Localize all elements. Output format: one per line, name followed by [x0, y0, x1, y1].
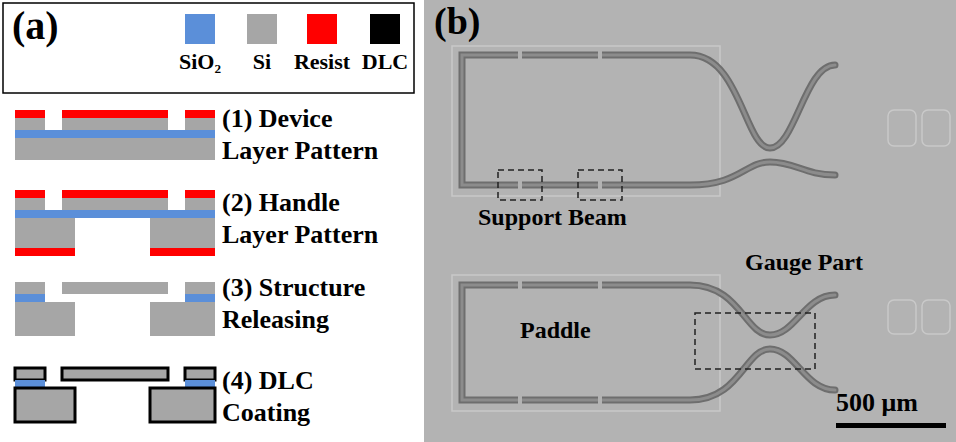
faint-mark	[888, 110, 916, 146]
dashed-box	[695, 313, 815, 369]
label-box: (1) Device Layer Pattern	[222, 103, 394, 167]
legend-entry: SiO₂	[160, 14, 240, 75]
device-layer	[185, 198, 215, 210]
legend-text: Si	[253, 49, 271, 75]
oxide-layer	[15, 210, 215, 218]
legend-text: DLC	[362, 49, 408, 75]
support-beam	[518, 395, 522, 405]
dashed-box	[498, 170, 542, 200]
oxide-layer	[15, 294, 45, 302]
handle-layer	[15, 138, 215, 160]
handle-layer	[150, 302, 215, 336]
faint-mark	[888, 300, 916, 334]
resist-layer	[185, 110, 215, 118]
legend-swatch	[370, 14, 400, 44]
trench-floor	[462, 285, 835, 400]
legend-frame	[3, 3, 414, 93]
legend-entry: DLC	[345, 14, 425, 75]
panel-letter: (b)	[434, 2, 480, 40]
coated-device-layer	[62, 368, 168, 380]
part-label: Gauge Part	[745, 250, 863, 274]
label-box: Support Beam	[478, 205, 627, 229]
trench-outline	[462, 285, 835, 400]
step-label: (2) Handle Layer Pattern	[222, 187, 394, 251]
faint-frame	[452, 46, 720, 196]
label-box: (3) Structure Releasing	[222, 272, 394, 336]
device-layer	[15, 118, 45, 130]
part-label: Support Beam	[478, 205, 627, 229]
dashed-box	[578, 170, 622, 200]
faint-mark	[922, 300, 950, 334]
device-layer	[185, 118, 215, 130]
legend-swatch	[247, 14, 277, 44]
device-layer	[15, 282, 45, 294]
resist-layer	[15, 248, 75, 256]
support-beam	[598, 50, 602, 60]
resist-layer	[15, 110, 45, 118]
handle-layer	[15, 218, 75, 248]
device-layer	[185, 282, 215, 294]
device-layer	[62, 198, 168, 210]
handle-layer	[150, 218, 215, 248]
label-box: (4) DLC Coating	[222, 365, 394, 429]
faint-mark	[922, 110, 950, 146]
device-layer	[15, 198, 45, 210]
coated-device-layer	[15, 368, 45, 380]
support-beam	[598, 395, 602, 405]
resist-layer	[15, 190, 45, 198]
label-box: (b)	[434, 2, 480, 40]
label-box: Paddle	[520, 318, 591, 342]
coated-handle-layer	[150, 388, 215, 422]
device-layer	[62, 118, 168, 130]
micrograph-ground	[424, 0, 956, 442]
coated-handle-layer	[15, 388, 75, 422]
device-layer	[62, 282, 168, 294]
legend-entry: Resist	[282, 14, 362, 75]
legend-swatch	[185, 14, 215, 44]
faint-frame	[452, 275, 720, 411]
legend-entry: Si	[222, 14, 302, 75]
part-label: Paddle	[520, 318, 591, 342]
support-beam	[518, 280, 522, 290]
scale-label: 500 μm	[836, 390, 918, 416]
support-beam	[598, 180, 602, 190]
label-box: (2) Handle Layer Pattern	[222, 187, 394, 251]
step-label: (4) DLC Coating	[222, 365, 394, 429]
legend-text: Resist	[294, 49, 350, 75]
support-beam	[518, 180, 522, 190]
panel-letter: (a)	[12, 6, 59, 46]
legend-text: SiO₂	[179, 49, 221, 75]
resist-layer	[185, 190, 215, 198]
resist-layer	[62, 110, 168, 118]
oxide-layer	[185, 294, 215, 302]
scale-bar	[836, 423, 946, 428]
handle-layer	[15, 302, 75, 336]
trench-outline	[462, 55, 835, 185]
oxide-layer	[15, 130, 215, 138]
resist-layer	[150, 248, 215, 256]
support-beam	[598, 280, 602, 290]
label-box: (a)	[12, 6, 59, 46]
cantilever-trench	[462, 55, 835, 400]
coated-device-layer	[185, 368, 215, 380]
legend-swatch	[307, 14, 337, 44]
trench-floor	[462, 55, 835, 185]
resist-layer	[62, 190, 168, 198]
step-label: (3) Structure Releasing	[222, 272, 394, 336]
step-label: (1) Device Layer Pattern	[222, 103, 394, 167]
label-box: 500 μm	[836, 390, 918, 416]
label-box: Gauge Part	[745, 250, 863, 274]
support-beam	[518, 50, 522, 60]
